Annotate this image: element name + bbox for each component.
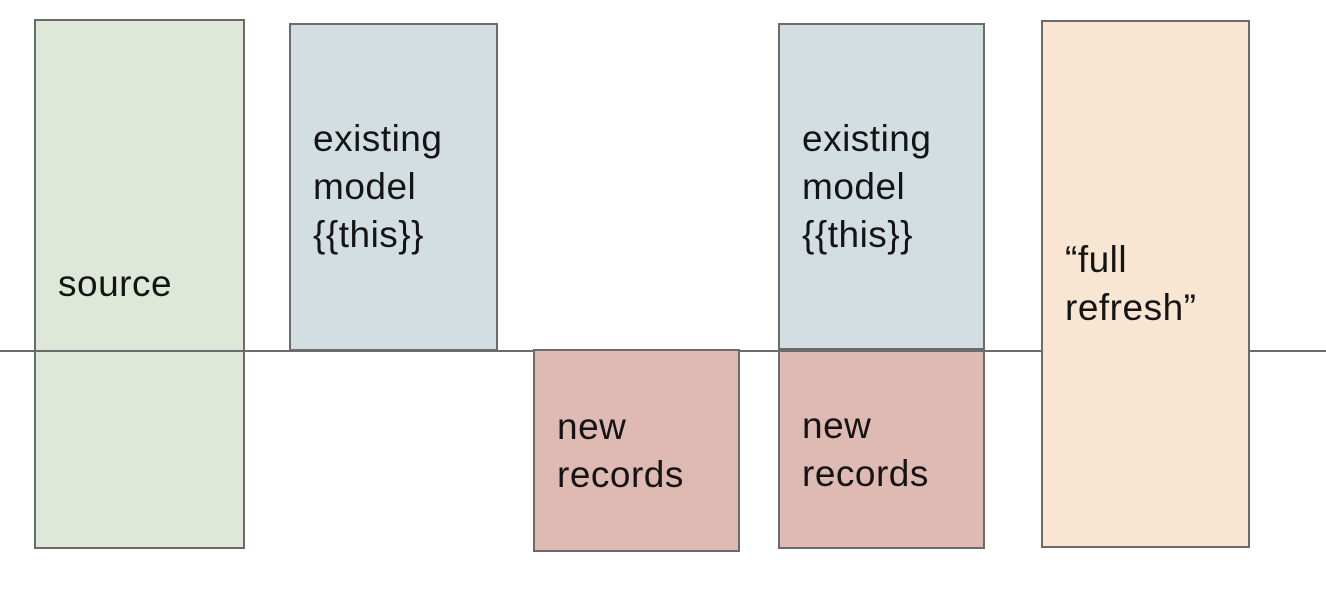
new-records-box-1: new records — [533, 349, 740, 552]
new-records-box-2-label: new records — [802, 404, 929, 494]
source-box-label: source — [58, 263, 173, 304]
existing-model-box-2: existing model {{this}} — [778, 23, 985, 350]
full-refresh-box-label: “full refresh” — [1065, 239, 1197, 328]
existing-model-box-1: existing model {{this}} — [289, 23, 498, 351]
new-records-box-2: new records — [778, 350, 985, 549]
new-records-box-1-label: new records — [557, 405, 684, 495]
source-box: source — [34, 19, 245, 549]
existing-model-box-2-label: existing model {{this}} — [802, 117, 932, 255]
existing-model-box-1-label: existing model {{this}} — [313, 118, 443, 255]
full-refresh-box: “full refresh” — [1041, 20, 1250, 548]
